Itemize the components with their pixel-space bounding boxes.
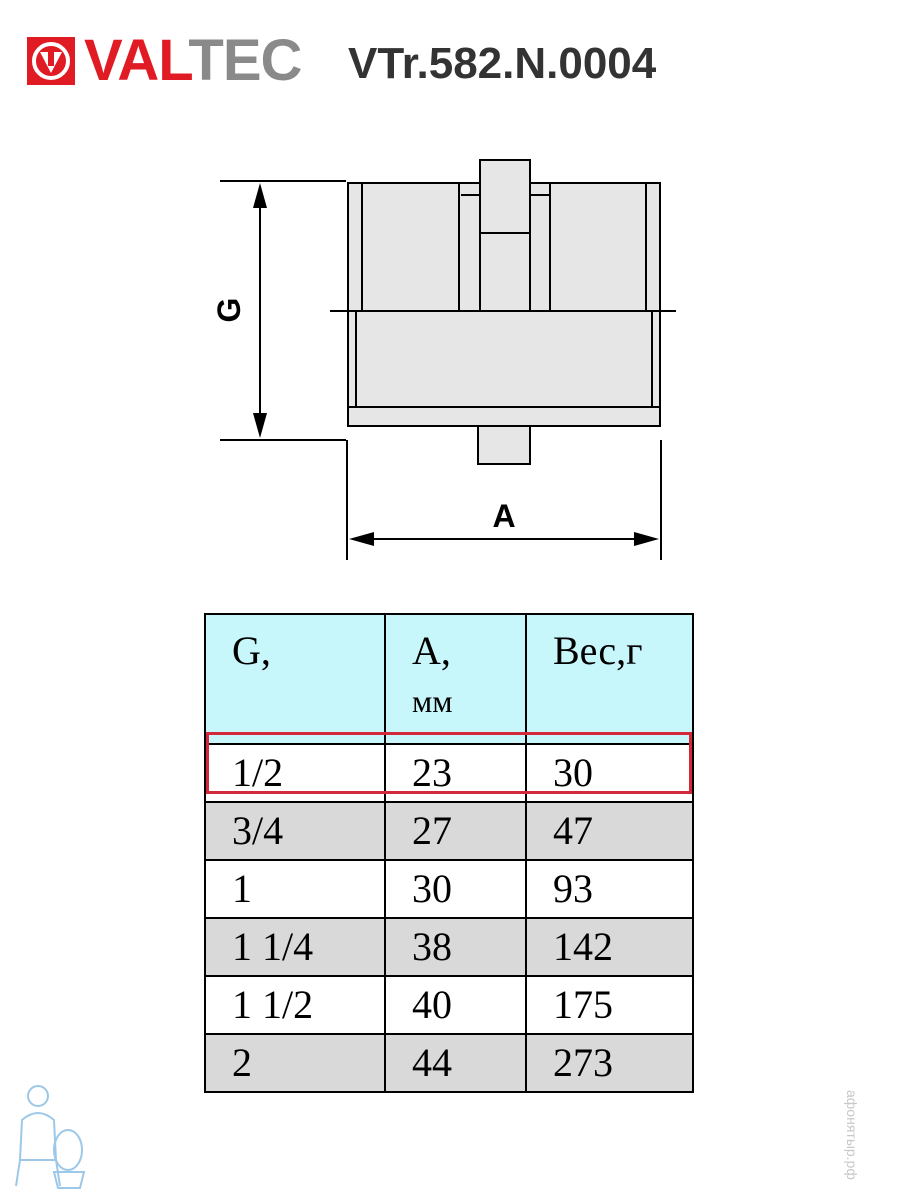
cell-weight: 175 [525,975,694,1035]
cell-a: 44 [384,1033,527,1093]
header-g-label: G, [232,628,271,673]
label-a: A [492,498,515,534]
header-a: A, мм [384,613,527,745]
article-number: VTr.582.N.0004 [348,39,657,88]
cell-weight: 273 [525,1033,694,1093]
cell-g: 1 1/4 [204,917,386,977]
table-row: 2 44 273 [204,1033,694,1093]
cell-g: 3/4 [204,801,386,861]
cell-g: 2 [204,1033,386,1093]
cell-a: 23 [384,743,527,803]
brand-name-grey: TEC [188,28,302,93]
valtec-logo-icon [27,37,75,85]
label-g: G [211,298,247,323]
header-weight: Вес,г [525,613,694,745]
header-a-label: A, [412,628,451,673]
cell-g: 1/2 [204,743,386,803]
dimensions-table: G, A, мм Вес,г 1/2 23 30 3/4 27 47 1 30 9… [204,613,694,1093]
brand-name: VALTEC [84,26,302,96]
site-watermark: афонятыр.рф [844,1090,860,1180]
cell-a: 27 [384,801,527,861]
table-row: 1 1/4 38 142 [204,917,694,977]
plumber-mascot-icon [15,1085,86,1189]
table-row: 3/4 27 47 [204,801,694,861]
cell-a: 38 [384,917,527,977]
cell-weight: 47 [525,801,694,861]
header-a-unit: мм [412,683,453,719]
header-weight-label: Вес,г [553,628,643,673]
brand-name-red: VAL [84,28,189,93]
table-row: 1 1/2 40 175 [204,975,694,1035]
table-header-row: G, A, мм Вес,г [204,613,694,745]
table-row: 1 30 93 [204,859,694,919]
cell-g: 1 1/2 [204,975,386,1035]
cell-a: 40 [384,975,527,1035]
cell-weight: 93 [525,859,694,919]
fitting-drawing: G A [211,159,676,560]
table-row: 1/2 23 30 [204,743,694,803]
cell-a: 30 [384,859,527,919]
cell-weight: 142 [525,917,694,977]
cell-weight: 30 [525,743,694,803]
header-g: G, [204,613,386,745]
cell-g: 1 [204,859,386,919]
